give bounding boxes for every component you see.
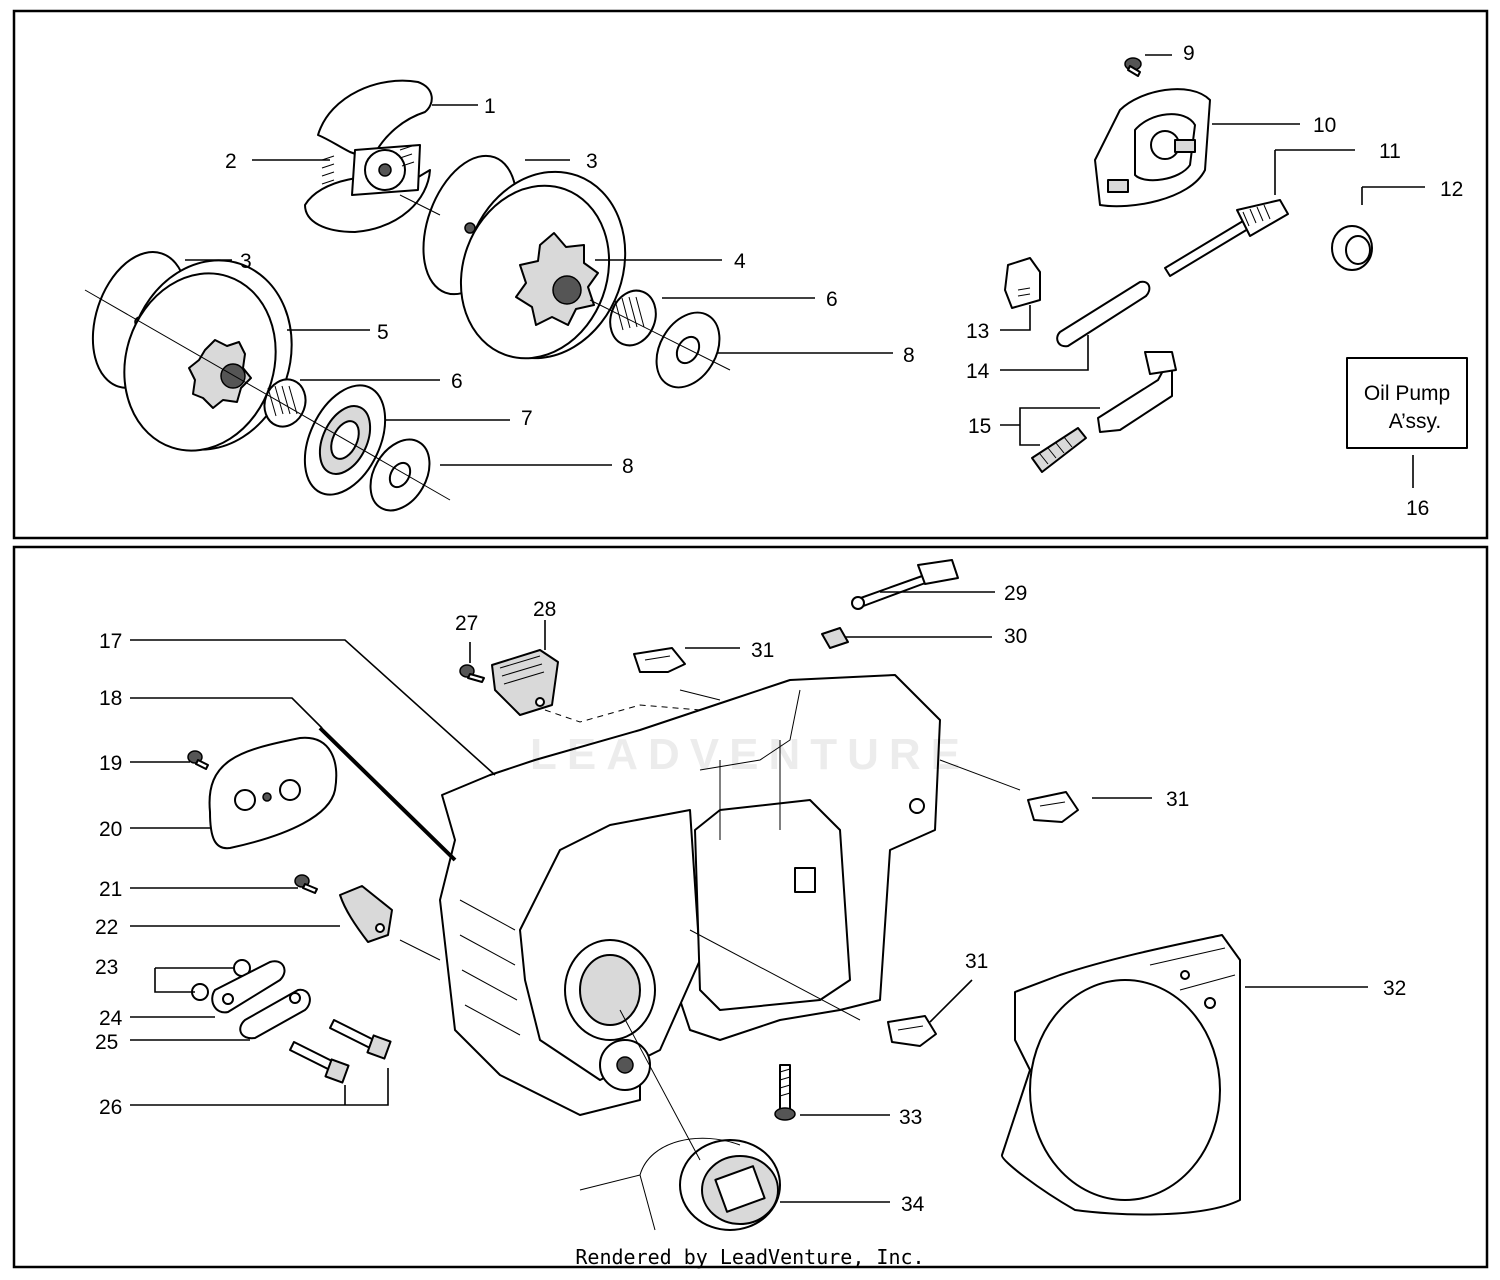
clutch-drum-5 bbox=[123, 259, 293, 452]
clip-31-right bbox=[1027, 791, 1079, 823]
callout-5: 5 bbox=[377, 321, 389, 344]
callout-15: 15 bbox=[968, 415, 991, 438]
callout-10: 10 bbox=[1313, 114, 1336, 137]
callout-29: 29 bbox=[1004, 582, 1027, 605]
callout-26: 26 bbox=[99, 1096, 122, 1119]
callout-16: 16 bbox=[1406, 497, 1429, 520]
callout-3-upper: 3 bbox=[586, 150, 598, 173]
callout-8-lower: 8 bbox=[622, 455, 634, 478]
callout-33: 33 bbox=[899, 1106, 922, 1129]
clip-31-bottom bbox=[887, 1015, 937, 1047]
callout-9: 9 bbox=[1183, 42, 1195, 65]
bumper-spike-22 bbox=[339, 885, 393, 943]
top-leader-lines bbox=[185, 54, 1425, 488]
screw-9 bbox=[1124, 57, 1142, 77]
callout-24: 24 bbox=[99, 1007, 123, 1030]
oil-pump-assembly-box bbox=[1346, 357, 1468, 449]
callout-4: 4 bbox=[734, 250, 746, 273]
bottom-panel-frame bbox=[12, 545, 1489, 1269]
callout-34: 34 bbox=[901, 1193, 925, 1216]
callout-21: 21 bbox=[99, 878, 122, 901]
oil-cap-34 bbox=[579, 1137, 781, 1231]
callout-7: 7 bbox=[521, 407, 533, 430]
bracket-28 bbox=[491, 649, 559, 716]
callout-30: 30 bbox=[1004, 625, 1027, 648]
callout-6-lower: 6 bbox=[451, 370, 463, 393]
needle-bearing-6-lower bbox=[263, 378, 307, 428]
clutch-shoe-assembly bbox=[304, 79, 433, 233]
washer-8-upper bbox=[655, 311, 721, 389]
guide-plate-20 bbox=[208, 736, 338, 850]
top-panel-frame bbox=[12, 9, 1489, 540]
callout-31-bottom: 31 bbox=[965, 950, 988, 973]
watermark: LEADVENTURE bbox=[529, 730, 971, 779]
screw-21 bbox=[294, 874, 318, 894]
callout-11: 11 bbox=[1379, 140, 1401, 163]
callout-numbers: 1 2 3 3 4 5 6 6 7 8 8 9 10 11 12 13 14 1… bbox=[95, 42, 1463, 1216]
screw-19 bbox=[187, 750, 209, 770]
pump-shaft-11 bbox=[1164, 199, 1289, 277]
fan-cover-32 bbox=[1000, 934, 1241, 1216]
bottom-leader-lines bbox=[130, 591, 1368, 1203]
oil-pickup-15 bbox=[1031, 351, 1177, 473]
screw-27 bbox=[459, 664, 485, 683]
oil-pipe-14 bbox=[1056, 280, 1151, 348]
callout-17: 17 bbox=[99, 630, 122, 653]
callout-23: 23 bbox=[95, 956, 118, 979]
callout-19: 19 bbox=[99, 752, 122, 775]
clutch-drum-4 bbox=[459, 170, 627, 360]
oil-pump-label-line1: Oil Pump bbox=[1364, 382, 1450, 405]
callout-18: 18 bbox=[99, 687, 122, 710]
footer-credit: Rendered by LeadVenture, Inc. bbox=[575, 1245, 925, 1269]
callout-31-top: 31 bbox=[751, 639, 774, 662]
callout-6-upper: 6 bbox=[826, 288, 838, 311]
washer-8-lower bbox=[369, 438, 431, 512]
callout-22: 22 bbox=[95, 916, 118, 939]
worm-gear-12 bbox=[1331, 225, 1373, 271]
bracket-28-dashed-line bbox=[544, 704, 701, 723]
oil-pump-housing-10 bbox=[1094, 88, 1211, 208]
clip-13 bbox=[1004, 257, 1041, 309]
callout-8-upper: 8 bbox=[903, 344, 915, 367]
clip-31-top bbox=[633, 647, 686, 673]
callout-32: 32 bbox=[1383, 977, 1406, 1000]
clutch-axis-lines bbox=[84, 194, 731, 501]
crankcase-17 bbox=[439, 674, 941, 1116]
callout-2: 2 bbox=[225, 150, 237, 173]
callout-28: 28 bbox=[533, 598, 556, 621]
callout-3-lower: 3 bbox=[240, 250, 252, 273]
callout-31-right: 31 bbox=[1166, 788, 1189, 811]
bolts-26 bbox=[289, 1019, 392, 1084]
callout-27: 27 bbox=[455, 612, 478, 635]
rod-18 bbox=[318, 726, 457, 862]
key-29 bbox=[851, 559, 959, 610]
callout-13: 13 bbox=[966, 320, 989, 343]
callout-12: 12 bbox=[1440, 178, 1463, 201]
callout-25: 25 bbox=[95, 1031, 118, 1054]
callout-14: 14 bbox=[966, 360, 990, 383]
chain-tensioner-plates bbox=[191, 959, 311, 1040]
callout-1: 1 bbox=[484, 95, 496, 118]
nut-30 bbox=[821, 627, 849, 649]
screw-33 bbox=[774, 1064, 796, 1121]
oil-pump-label-line2: A’ssy. bbox=[1389, 410, 1442, 433]
callout-20: 20 bbox=[99, 818, 122, 841]
